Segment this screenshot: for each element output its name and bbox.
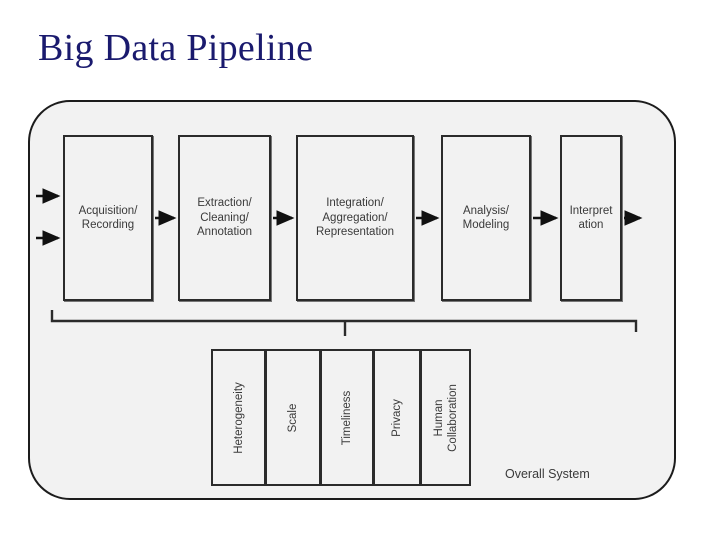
concern-label: Privacy	[391, 398, 403, 437]
concern-box-timeliness[interactable]: Timeliness	[320, 349, 374, 486]
concern-label: Timeliness	[341, 390, 353, 445]
page-title: Big Data Pipeline	[38, 27, 314, 69]
stage-label: Acquisition/ Recording	[78, 204, 138, 232]
concern-box-human-collaboration[interactable]: Human Collaboration	[420, 349, 471, 486]
stage-box-acquisition-recording[interactable]: Acquisition/ Recording	[63, 135, 153, 301]
concern-box-scale[interactable]: Scale	[265, 349, 321, 486]
stage-label: Interpret ation	[569, 204, 613, 232]
down-brace-icon	[50, 310, 638, 336]
stage-box-extraction-cleaning-annotation[interactable]: Extraction/ Cleaning/ Annotation	[178, 135, 271, 301]
stage-label: Integration/ Aggregation/ Representation	[316, 197, 394, 239]
stage-box-integration-aggregation-representation[interactable]: Integration/ Aggregation/ Representation	[296, 135, 414, 301]
stage-label: Extraction/ Cleaning/ Annotation	[197, 197, 252, 239]
concern-label: Scale	[287, 403, 299, 432]
stage-box-interpretation[interactable]: Interpret ation	[560, 135, 622, 301]
concern-box-heterogeneity[interactable]: Heterogeneity	[211, 349, 266, 486]
big-data-pipeline-diagram: Acquisition/ Recording Extraction/ Clean…	[0, 88, 720, 508]
concern-label: Human Collaboration	[432, 383, 459, 452]
overall-system-caption: Overall System	[505, 467, 590, 481]
stage-box-analysis-modeling[interactable]: Analysis/ Modeling	[441, 135, 531, 301]
stage-label: Analysis/ Modeling	[462, 204, 510, 232]
connector-layer	[36, 188, 643, 336]
concern-box-privacy[interactable]: Privacy	[373, 349, 421, 486]
concern-label: Heterogeneity	[232, 381, 245, 454]
